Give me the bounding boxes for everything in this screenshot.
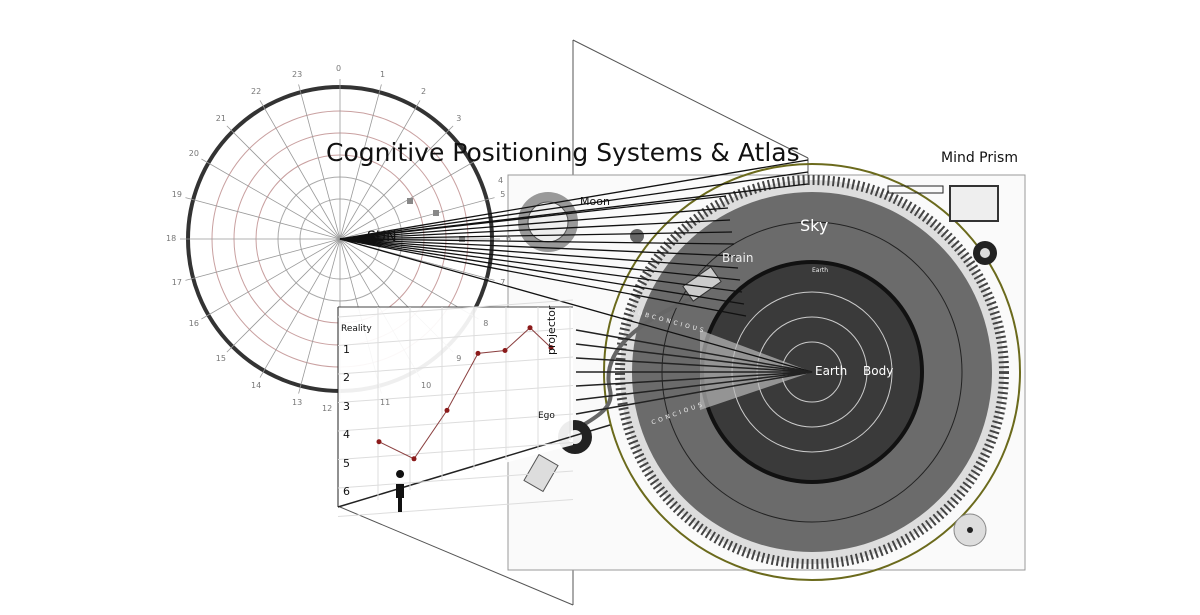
polar-spoke bbox=[339, 238, 479, 320]
polar-hour-label: 13 bbox=[292, 398, 303, 408]
mind-prism-label: Mind Prism bbox=[941, 150, 1018, 166]
polar-hour-label: 12 bbox=[322, 404, 333, 413]
polar-hour-label: 18 bbox=[166, 234, 177, 243]
polar-hour-label: 6 bbox=[506, 234, 512, 243]
projector-line bbox=[575, 357, 813, 373]
graph-ytick: 6 bbox=[343, 485, 350, 498]
polar-hour-label: 3 bbox=[456, 113, 462, 123]
light-beam bbox=[339, 159, 809, 240]
polar-hour-label: 22 bbox=[251, 86, 262, 96]
graph-ytick: 2 bbox=[343, 371, 350, 384]
graph-ytick: 5 bbox=[343, 456, 350, 470]
light-beam bbox=[339, 231, 733, 240]
graph-ytick: 1 bbox=[343, 342, 350, 356]
grid-line bbox=[337, 442, 574, 460]
person-silhouette bbox=[396, 470, 405, 512]
polar-spoke bbox=[185, 238, 341, 281]
polar-hour-label: 1 bbox=[379, 69, 386, 79]
light-beam bbox=[339, 238, 741, 281]
projector-label: projector bbox=[545, 305, 558, 355]
polar-hour-label: 19 bbox=[171, 190, 182, 199]
projector-line bbox=[575, 371, 813, 387]
polar-hour-label: 23 bbox=[292, 69, 303, 79]
reality-point bbox=[548, 345, 554, 351]
grid-line bbox=[337, 413, 574, 432]
polar-spoke bbox=[226, 238, 341, 353]
polar-hour-label: 16 bbox=[188, 319, 199, 328]
polar-spoke bbox=[226, 125, 341, 240]
reality-point bbox=[502, 348, 508, 353]
reality-graph-panel bbox=[337, 299, 611, 517]
light-beam bbox=[339, 219, 731, 240]
polar-hour-label: 17 bbox=[171, 277, 182, 287]
light-beam bbox=[339, 238, 737, 257]
polar-hour-label: 20 bbox=[188, 149, 199, 158]
polar-hour-label: 8 bbox=[483, 319, 489, 328]
grid-line bbox=[337, 299, 574, 318]
body-label: Body bbox=[863, 364, 894, 378]
light-beam bbox=[339, 238, 747, 317]
polar-marker bbox=[459, 236, 465, 242]
polar-spoke bbox=[339, 125, 454, 240]
polar-spoke bbox=[185, 197, 341, 240]
polar-spoke bbox=[201, 238, 341, 320]
light-beam bbox=[339, 195, 727, 240]
polar-spoke bbox=[259, 238, 341, 378]
polar-hour-label: 10 bbox=[421, 381, 432, 391]
light-beams bbox=[339, 159, 813, 373]
grid-line bbox=[337, 356, 574, 375]
reality-point bbox=[527, 325, 533, 331]
graph-ylabel: Reality bbox=[341, 324, 372, 334]
projector-lines bbox=[575, 329, 813, 415]
reality-point bbox=[475, 350, 481, 356]
ego-label: Ego bbox=[538, 411, 555, 421]
brain-label: Brain bbox=[722, 251, 754, 265]
sky-label: Sky bbox=[800, 216, 829, 235]
projector-line bbox=[575, 371, 813, 415]
polar-spoke bbox=[298, 84, 341, 240]
projector-line bbox=[575, 371, 813, 401]
polar-hour-label: 4 bbox=[498, 176, 504, 185]
turntable-controls bbox=[887, 185, 999, 547]
light-beam bbox=[339, 238, 743, 293]
polar-hour-label: 5 bbox=[500, 190, 506, 199]
reality-point bbox=[376, 439, 382, 445]
sun-label: SUN bbox=[367, 229, 397, 245]
projector-line bbox=[575, 329, 813, 373]
light-beam bbox=[339, 238, 745, 305]
polar-spoke bbox=[339, 100, 421, 240]
projector-line bbox=[575, 343, 813, 373]
light-beam bbox=[339, 238, 739, 269]
moon-label: Moon bbox=[580, 195, 610, 208]
polar-spoke bbox=[201, 158, 341, 240]
grid-line bbox=[337, 470, 574, 489]
polar-marker bbox=[407, 198, 413, 204]
reality-point bbox=[411, 456, 417, 462]
polar-hour-label: 21 bbox=[215, 113, 226, 123]
graph-ytick: 3 bbox=[343, 399, 350, 413]
grid-line bbox=[337, 499, 574, 517]
polar-hour-label: 15 bbox=[215, 354, 226, 364]
earth-small-label: Earth bbox=[812, 267, 829, 274]
light-beam bbox=[339, 171, 809, 240]
polar-marker bbox=[433, 210, 439, 216]
polar-hour-label: 7 bbox=[500, 277, 506, 287]
polar-hour-label: 0 bbox=[336, 64, 342, 73]
graph-ytick: 4 bbox=[343, 428, 350, 441]
polar-hour-label: 11 bbox=[379, 398, 391, 408]
reality-point bbox=[444, 407, 450, 413]
earth-label: Earth bbox=[815, 364, 848, 378]
polar-hour-label: 14 bbox=[251, 381, 262, 391]
polar-spoke bbox=[298, 238, 341, 394]
polar-spoke bbox=[339, 84, 382, 240]
light-beam bbox=[339, 238, 813, 373]
main-title: Cognitive Positioning Systems & Atlas bbox=[326, 138, 800, 167]
polar-hour-label: 9 bbox=[456, 354, 462, 364]
polar-spoke bbox=[259, 100, 341, 240]
polar-spoke bbox=[339, 197, 495, 240]
polar-hour-label: 2 bbox=[421, 86, 427, 96]
light-beam bbox=[339, 238, 735, 245]
light-beam bbox=[339, 207, 729, 240]
